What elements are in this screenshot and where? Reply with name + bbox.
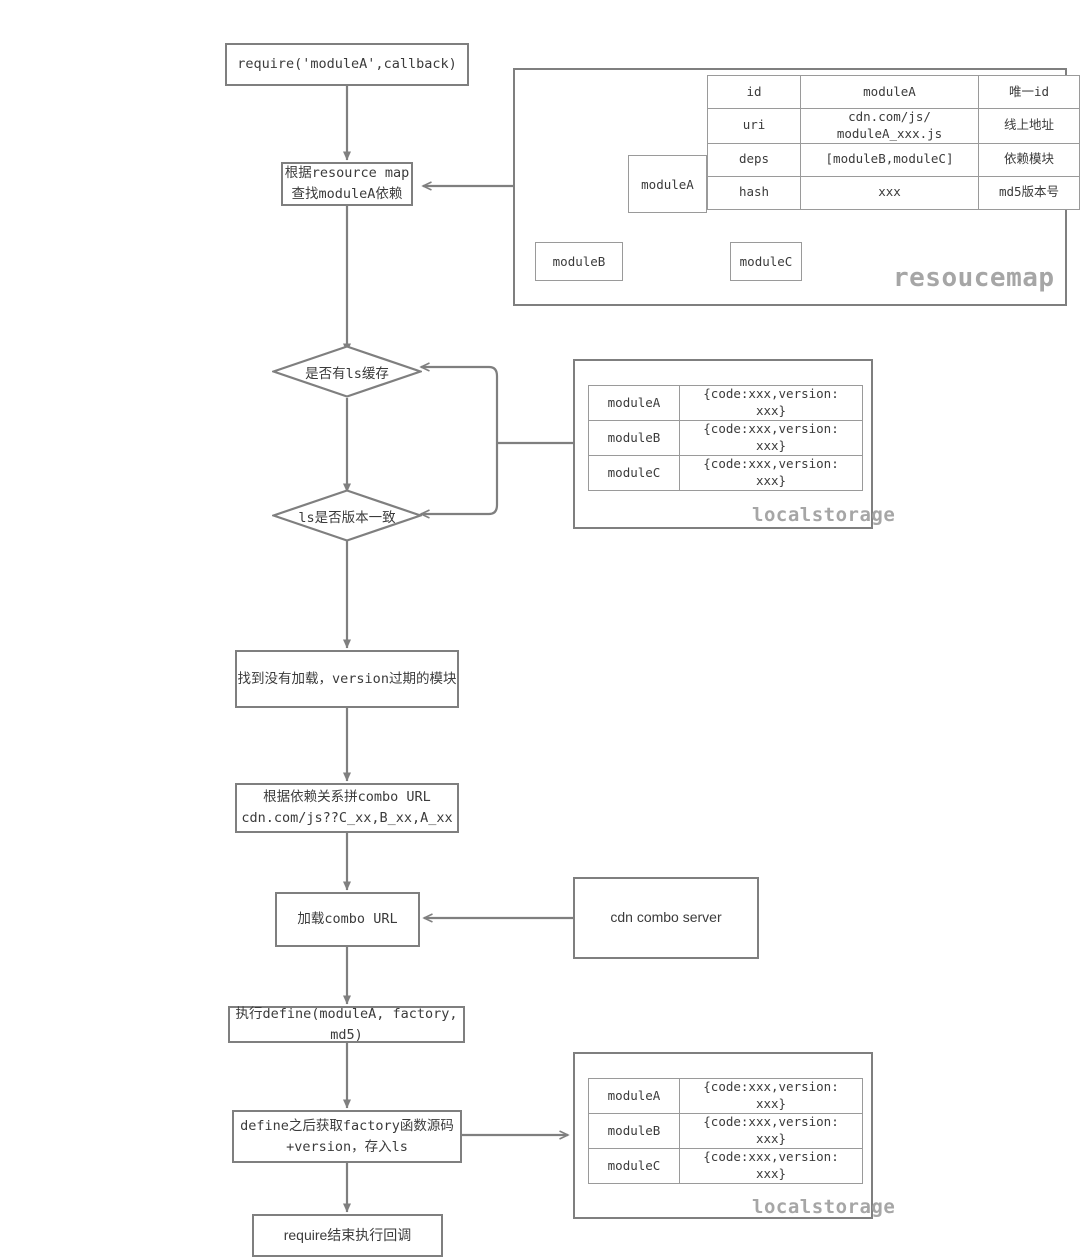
resourcemap-module-box-label: moduleA bbox=[641, 176, 694, 192]
node-require-start[interactable]: require('moduleA',callback) bbox=[225, 43, 469, 86]
resourcemap-panel-label: resoucemap bbox=[893, 263, 1055, 293]
node-lookup-resourcemap[interactable]: 根据resource map 查找moduleA依赖 bbox=[281, 162, 413, 206]
node-load-combo-url[interactable]: 加载combo URL bbox=[275, 892, 420, 947]
resourcemap-child-label: moduleB bbox=[552, 254, 606, 269]
resourcemap-value: cdn.com/js/ moduleA_xxx.js bbox=[800, 108, 979, 144]
localstorage-key: moduleA bbox=[588, 1078, 680, 1114]
resourcemap-note: 依赖模块 bbox=[978, 142, 1080, 177]
localstorage-key: moduleB bbox=[588, 420, 680, 456]
table-row: moduleC {code:xxx,version: xxx} bbox=[588, 1148, 863, 1184]
table-row: moduleA {code:xxx,version: xxx} bbox=[588, 1078, 863, 1114]
localstorage-value: {code:xxx,version: xxx} bbox=[679, 455, 863, 491]
resourcemap-child-moduleb[interactable]: moduleB bbox=[535, 242, 623, 281]
diamond-shape bbox=[272, 489, 422, 542]
localstorage-value: {code:xxx,version: xxx} bbox=[679, 385, 863, 421]
localstorage-value: {code:xxx,version: xxx} bbox=[679, 420, 863, 456]
localstorage-key: moduleC bbox=[588, 1148, 680, 1184]
resourcemap-table: id moduleA 唯一id uri cdn.com/js/ moduleA_… bbox=[707, 75, 1080, 210]
node-exec-define[interactable]: 执行define(moduleA, factory, md5) bbox=[228, 1006, 465, 1043]
localstorage-value: {code:xxx,version: xxx} bbox=[679, 1113, 863, 1149]
resourcemap-note: 线上地址 bbox=[978, 108, 1080, 144]
node-load-combo-url-label: 加载combo URL bbox=[297, 911, 398, 928]
node-require-finish-label: require结束执行回调 bbox=[283, 1226, 412, 1243]
node-exec-define-label: 执行define(moduleA, factory, md5) bbox=[235, 1005, 458, 1043]
localstorage-top-panel-label: localstorage bbox=[752, 504, 896, 526]
node-require-start-label: require('moduleA',callback) bbox=[237, 56, 457, 73]
table-row: hash xxx md5版本号 bbox=[707, 175, 1080, 210]
table-row: moduleC {code:xxx,version: xxx} bbox=[588, 455, 863, 491]
decision-has-ls-cache[interactable]: 是否有ls缓存 bbox=[272, 345, 422, 398]
node-find-stale-modules-label: 找到没有加载，version过期的模块 bbox=[237, 670, 457, 687]
resourcemap-key: id bbox=[707, 75, 801, 109]
node-find-stale-modules[interactable]: 找到没有加载，version过期的模块 bbox=[235, 650, 459, 708]
table-row: moduleB {code:xxx,version: xxx} bbox=[588, 420, 863, 456]
node-cdn-combo-server-label: cdn combo server bbox=[610, 909, 722, 926]
table-row: uri cdn.com/js/ moduleA_xxx.js 线上地址 bbox=[707, 108, 1080, 144]
node-build-combo-url[interactable]: 根据依赖关系拼combo URL cdn.com/js??C_xx,B_xx,A… bbox=[235, 783, 459, 833]
resourcemap-module-box[interactable]: moduleA bbox=[628, 155, 707, 213]
resourcemap-value: xxx bbox=[800, 175, 979, 210]
table-row: id moduleA 唯一id bbox=[707, 75, 1080, 109]
resourcemap-note: md5版本号 bbox=[978, 175, 1080, 210]
resourcemap-key: deps bbox=[707, 142, 801, 177]
table-row: moduleB {code:xxx,version: xxx} bbox=[588, 1113, 863, 1149]
localstorage-bottom-panel-label: localstorage bbox=[752, 1196, 896, 1218]
localstorage-key: moduleB bbox=[588, 1113, 680, 1149]
localstorage-top-table: moduleA {code:xxx,version: xxx} moduleB … bbox=[588, 385, 863, 491]
resourcemap-value: [moduleB,moduleC] bbox=[800, 142, 979, 177]
resourcemap-key: uri bbox=[707, 108, 801, 144]
localstorage-bottom-table: moduleA {code:xxx,version: xxx} moduleB … bbox=[588, 1078, 863, 1184]
decision-has-ls-cache-label: 是否有ls缓存 bbox=[305, 365, 389, 382]
resourcemap-child-modulec[interactable]: moduleC bbox=[730, 242, 802, 281]
resourcemap-value: moduleA bbox=[800, 75, 979, 109]
decision-ls-version-match[interactable]: ls是否版本一致 bbox=[272, 489, 422, 542]
diamond-shape bbox=[272, 345, 422, 398]
edge-ls-to-version bbox=[421, 443, 499, 514]
resourcemap-child-label: moduleC bbox=[739, 254, 793, 269]
node-store-to-localstorage-label: define之后获取factory函数源码 +version，存入ls bbox=[240, 1117, 454, 1155]
resourcemap-key: hash bbox=[707, 175, 801, 210]
node-require-finish[interactable]: require结束执行回调 bbox=[252, 1214, 443, 1257]
node-lookup-resourcemap-label: 根据resource map 查找moduleA依赖 bbox=[284, 165, 410, 202]
localstorage-value: {code:xxx,version: xxx} bbox=[679, 1148, 863, 1184]
decision-ls-version-match-label: ls是否版本一致 bbox=[298, 509, 396, 526]
table-row: moduleA {code:xxx,version: xxx} bbox=[588, 385, 863, 421]
table-row: deps [moduleB,moduleC] 依赖模块 bbox=[707, 142, 1080, 177]
node-build-combo-url-label: 根据依赖关系拼combo URL cdn.com/js??C_xx,B_xx,A… bbox=[241, 789, 453, 826]
localstorage-key: moduleC bbox=[588, 455, 680, 491]
node-cdn-combo-server[interactable]: cdn combo server bbox=[573, 877, 759, 959]
node-store-to-localstorage[interactable]: define之后获取factory函数源码 +version，存入ls bbox=[232, 1110, 462, 1163]
edge-ls-to-cache bbox=[421, 367, 499, 443]
resourcemap-note: 唯一id bbox=[978, 75, 1080, 109]
localstorage-value: {code:xxx,version: xxx} bbox=[679, 1078, 863, 1114]
localstorage-key: moduleA bbox=[588, 385, 680, 421]
